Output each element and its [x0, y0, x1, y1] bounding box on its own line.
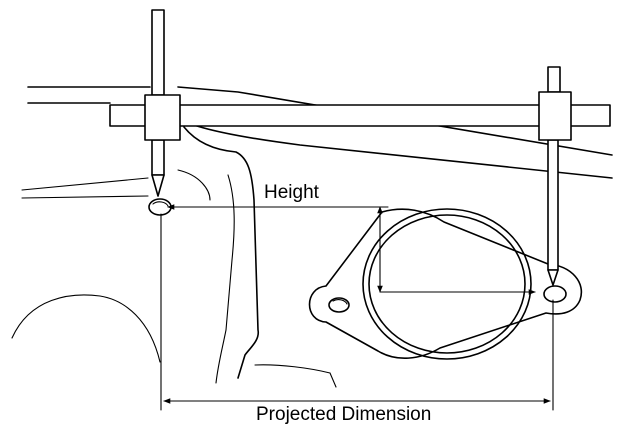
- projected-dimension: [160, 213, 554, 411]
- vehicle-body-outline: [11, 86, 613, 388]
- exhaust-flange: [308, 208, 583, 360]
- height-dimension: [167, 204, 536, 295]
- tram-gauge: [109, 9, 611, 286]
- height-label: Height: [264, 182, 319, 203]
- projected-dimension-label: Projected Dimension: [256, 404, 432, 425]
